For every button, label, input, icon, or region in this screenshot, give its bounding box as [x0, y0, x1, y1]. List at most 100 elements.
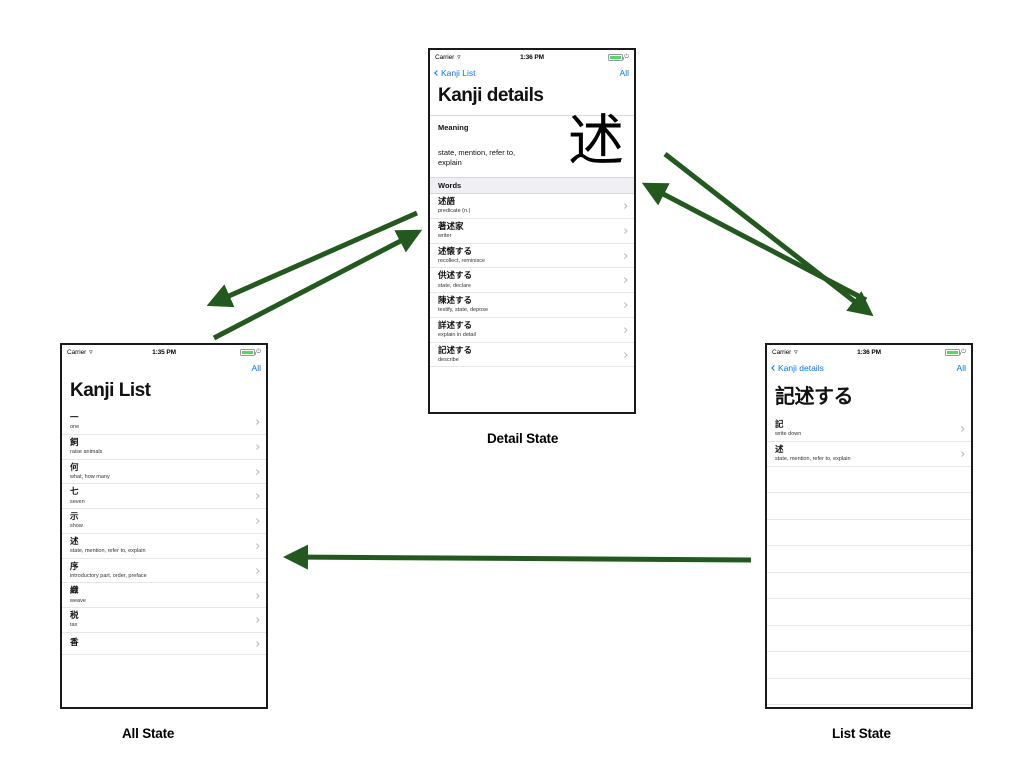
kanji-list-all: 一 one 飼 raise animals 何 what, how many	[62, 410, 266, 656]
battery-icon	[239, 349, 256, 356]
list-item[interactable]: 述 state, mention, refer to, explain	[62, 533, 266, 559]
wifi-icon: ▿	[89, 349, 93, 356]
row-meaning: introductory part, order, preface	[70, 572, 147, 579]
words-list: 述語 predicate (n.) 著述家 writer 述懐する recoll…	[430, 194, 634, 368]
list-item[interactable]: 述懐する recollect, reminisce	[430, 243, 634, 269]
list-item[interactable]: 示 show	[62, 509, 266, 534]
charging-bolt-icon: ⏻	[624, 54, 629, 60]
row-kanji: 述	[70, 536, 79, 547]
meaning-section: Meaning state, mention, refer to, explai…	[430, 114, 634, 177]
nav-bar-list: Kanji details All	[767, 360, 971, 376]
row-word: 供述する	[438, 271, 473, 282]
row-meaning: show	[70, 523, 83, 530]
status-time: 1:36 PM	[520, 54, 544, 61]
row-kanji: 述	[775, 444, 784, 455]
row-word: 詳述する	[438, 320, 473, 331]
row-kanji: 記	[775, 420, 784, 430]
page-title-all: Kanji List	[62, 376, 266, 410]
list-item[interactable]: 香	[62, 633, 266, 656]
row-meaning: seven	[70, 498, 85, 505]
caption-detail-state: Detail State	[487, 431, 559, 446]
list-item[interactable]: 著述家 writer	[430, 218, 634, 244]
list-item[interactable]: 序 introductory part, order, preface	[62, 558, 266, 584]
row-word: 記述する	[438, 345, 473, 356]
page-title-list: 記述する	[767, 376, 971, 417]
row-meaning: state, mention, refer to, explain	[70, 548, 146, 555]
list-item[interactable]: 一 one	[62, 410, 266, 435]
chevron-right-icon	[621, 277, 627, 283]
all-button-detail[interactable]: All	[619, 68, 629, 78]
row-kanji: 税	[70, 611, 79, 622]
list-item[interactable]: 七 seven	[62, 484, 266, 510]
chevron-left-icon	[434, 70, 440, 76]
empty-row	[767, 493, 971, 520]
list-item[interactable]: 織 weave	[62, 583, 266, 609]
chevron-right-icon	[253, 617, 259, 623]
empty-row	[767, 546, 971, 573]
row-word: 陳述する	[438, 296, 473, 307]
all-button-all-state[interactable]: All	[251, 363, 261, 373]
meaning-text: state, mention, refer to, explain	[438, 148, 516, 168]
wifi-icon: ▿	[794, 349, 798, 356]
row-meaning: state, mention, refer to, explain	[775, 455, 851, 462]
all-button-list[interactable]: All	[956, 363, 966, 373]
row-meaning: describe	[438, 356, 459, 363]
arrow-list-to-detail	[641, 182, 868, 303]
row-kanji: 何	[70, 462, 79, 473]
wifi-icon: ▿	[457, 54, 461, 61]
status-time: 1:36 PM	[857, 349, 881, 356]
row-meaning: predicate (n.)	[438, 208, 471, 215]
row-kanji: 飼	[70, 437, 79, 448]
chevron-right-icon	[253, 468, 259, 474]
row-kanji: 織	[70, 586, 79, 597]
chevron-right-icon	[621, 228, 627, 234]
arrow-detail-to-list	[663, 152, 874, 317]
status-time: 1:35 PM	[152, 349, 176, 356]
status-bar-all: Carrier ▿ 1:35 PM ⏻	[62, 345, 266, 360]
battery-icon	[944, 349, 961, 356]
list-item[interactable]: 何 what, how many	[62, 459, 266, 485]
row-meaning: weave	[70, 597, 86, 604]
row-kanji: 示	[70, 512, 79, 523]
empty-row	[767, 599, 971, 626]
phone-detail-state: Carrier ▿ 1:36 PM ⏻ Kanji List All Kanji…	[428, 48, 636, 414]
arrow-detail-to-all	[206, 210, 419, 308]
chevron-right-icon	[253, 543, 259, 549]
empty-row	[767, 678, 971, 706]
list-item[interactable]: 述 state, mention, refer to, explain	[767, 441, 971, 467]
empty-row	[767, 625, 971, 653]
chevron-right-icon	[253, 444, 259, 450]
row-meaning: tax	[70, 622, 78, 629]
list-item[interactable]: 記述する describe	[430, 342, 634, 368]
row-kanji: 香	[70, 637, 79, 648]
caption-all-state: All State	[122, 726, 175, 741]
row-meaning: writer	[438, 232, 452, 239]
back-button-detail[interactable]: Kanji List	[434, 68, 476, 78]
chevron-right-icon	[253, 592, 259, 598]
row-word: 述懐する	[438, 246, 473, 257]
list-item[interactable]: 供述する state, declare	[430, 268, 634, 294]
list-item[interactable]: 述語 predicate (n.)	[430, 194, 634, 219]
row-meaning: raise animals	[70, 448, 103, 455]
chevron-right-icon	[253, 518, 259, 524]
empty-row	[767, 572, 971, 600]
page-title-detail: Kanji details	[430, 81, 634, 115]
list-item[interactable]: 飼 raise animals	[62, 434, 266, 460]
battery-icon	[607, 54, 624, 61]
carrier-label: Carrier	[772, 349, 792, 356]
charging-bolt-icon: ⏻	[961, 349, 966, 355]
list-item[interactable]: 記 write down	[767, 417, 971, 442]
status-bar-list: Carrier ▿ 1:36 PM ⏻	[767, 345, 971, 360]
row-meaning: recollect, reminisce	[438, 257, 486, 264]
chevron-right-icon	[253, 568, 259, 574]
caption-list-state: List State	[832, 726, 891, 741]
list-item[interactable]: 陳述する testify, state, depose	[430, 293, 634, 318]
row-meaning: explain in detail	[438, 332, 476, 339]
row-meaning: one	[70, 424, 80, 431]
list-item[interactable]: 税 tax	[62, 608, 266, 634]
empty-row	[767, 519, 971, 547]
list-item[interactable]: 詳述する explain in detail	[430, 317, 634, 343]
carrier-label: Carrier	[67, 349, 87, 356]
back-button-list[interactable]: Kanji details	[771, 363, 824, 373]
